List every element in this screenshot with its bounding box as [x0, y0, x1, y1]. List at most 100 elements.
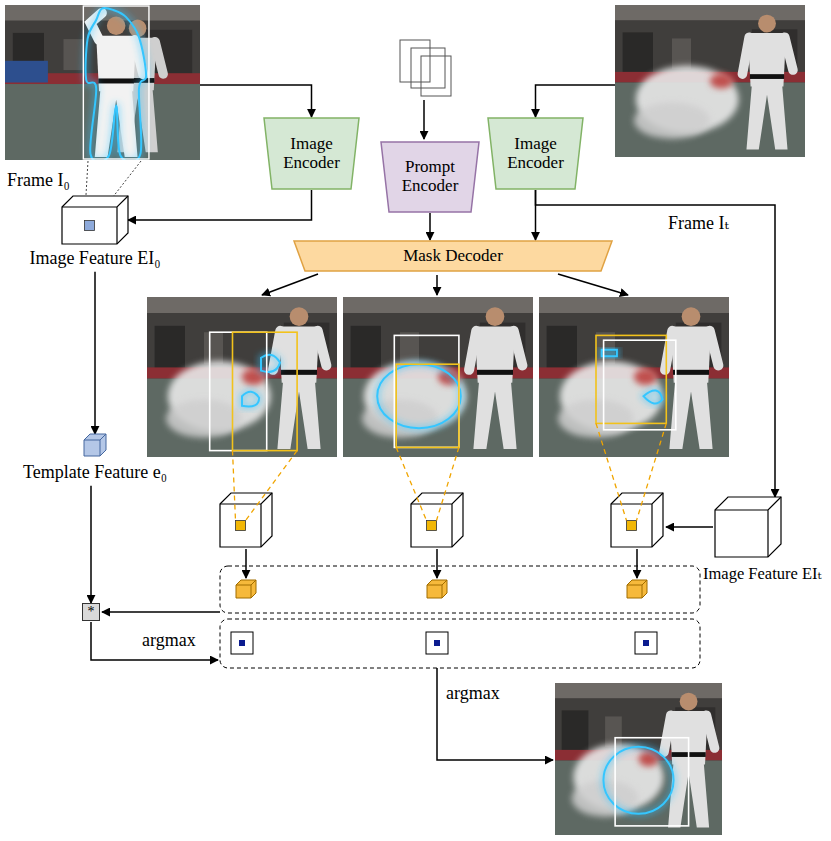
node-shape	[62, 196, 128, 244]
candidate-box	[596, 335, 666, 423]
judoka-torso	[671, 327, 711, 383]
candidate-vector	[627, 580, 647, 598]
cube-edge	[220, 493, 272, 547]
template-vector	[84, 434, 106, 456]
reference-box	[394, 335, 459, 447]
encoder-block: Image Encoder	[263, 117, 360, 190]
prompt-encoder-block: Prompt Encoder	[380, 141, 480, 213]
connector	[94, 272, 96, 434]
score-peak	[434, 640, 440, 646]
node-label: Image Encoder	[278, 135, 345, 172]
feature-cube	[220, 493, 272, 547]
feature-vector	[627, 580, 647, 598]
text-holder: *	[82, 603, 100, 621]
judoka-legs	[473, 380, 516, 449]
node-shape	[715, 497, 781, 557]
node-heading: Image Feature EI₀	[29, 248, 160, 269]
vector-row	[220, 566, 700, 613]
score-map	[231, 632, 253, 654]
feature-cube	[715, 497, 781, 557]
photo-ground	[539, 297, 729, 457]
floor-mat	[5, 84, 200, 160]
photo	[615, 5, 805, 157]
gym-ceiling	[343, 297, 533, 313]
vector-edge	[236, 580, 256, 598]
flow-arrow	[245, 549, 247, 578]
judoka-head	[680, 693, 698, 711]
judoka-torso	[279, 327, 319, 383]
motion-blur-detail	[710, 73, 733, 88]
judoka-arm	[785, 37, 793, 70]
candidate-feature	[220, 493, 272, 547]
motion-blur-figure	[634, 102, 710, 138]
judoka-arm	[469, 331, 476, 370]
connector	[536, 85, 616, 117]
flow-arrow	[636, 549, 638, 578]
score-map	[426, 632, 448, 654]
judoka-belt	[477, 370, 513, 375]
judoka-belt	[281, 370, 317, 375]
connector	[536, 190, 776, 497]
flow-arrow	[436, 275, 438, 295]
feature-cell	[236, 521, 246, 531]
gym-ceiling	[555, 683, 722, 698]
feature-cube: Image Feature EI₀	[62, 196, 128, 244]
gym-equipment	[155, 326, 185, 369]
text-holder: Image Encoder	[263, 117, 360, 190]
candidate-vector	[427, 580, 447, 598]
judoka	[742, 15, 793, 150]
operation-label: argmax	[444, 683, 502, 704]
tracking-result	[555, 683, 722, 835]
connector	[429, 213, 431, 240]
gym-ceiling	[615, 5, 805, 20]
mask-glow	[644, 391, 663, 404]
flow-arrow	[436, 549, 438, 578]
text-holder: Mask Decoder	[293, 240, 613, 272]
judoka-head	[486, 307, 505, 326]
gym-equipment	[547, 326, 577, 369]
judoka-torso	[748, 33, 786, 86]
reference-box	[604, 340, 676, 430]
trapezoid	[381, 142, 479, 212]
node-heading: Frame Iₜ	[668, 213, 729, 234]
flow-arrow	[558, 274, 628, 295]
prompt-box	[400, 40, 430, 82]
candidate-box	[233, 332, 298, 450]
motion-blur-detail	[634, 369, 657, 385]
judoka-head	[682, 307, 701, 326]
feature-cube: Image Feature EIₜ	[715, 497, 781, 557]
mask-outline	[377, 364, 461, 428]
node-shape	[84, 434, 106, 456]
motion-blur-figure	[362, 399, 438, 437]
operator-box	[83, 604, 100, 621]
prompt-box	[421, 56, 451, 96]
photo	[539, 297, 729, 457]
mask-outline	[242, 392, 259, 407]
photo	[555, 683, 722, 835]
flow-arrow	[262, 274, 318, 295]
node-heading: Image Feature EIₜ	[703, 565, 822, 584]
node-label: *	[88, 604, 95, 619]
feature-cell	[85, 221, 95, 231]
encoder-block: Image Encoder	[487, 117, 584, 190]
judoka	[469, 307, 522, 449]
connector	[90, 486, 92, 603]
feature-vector	[427, 580, 447, 598]
decoded-frame	[343, 297, 533, 457]
judoka-arm	[742, 37, 749, 74]
frame-photo: Frame I₀	[5, 5, 200, 160]
node-label: Prompt Encoder	[395, 158, 465, 195]
node-heading: Template Feature e₀	[23, 462, 167, 483]
judoka-torso	[475, 327, 515, 383]
gym-equipment	[562, 710, 589, 751]
flow-arrow	[423, 100, 425, 139]
photo-ground	[555, 683, 722, 835]
photo-ground	[147, 297, 337, 457]
multiply-op: *	[82, 603, 100, 621]
gym-ceiling	[147, 297, 337, 313]
flow-arrow	[437, 668, 553, 760]
connector	[200, 85, 312, 117]
crop-guide	[396, 447, 459, 520]
mask-outline	[603, 747, 673, 814]
